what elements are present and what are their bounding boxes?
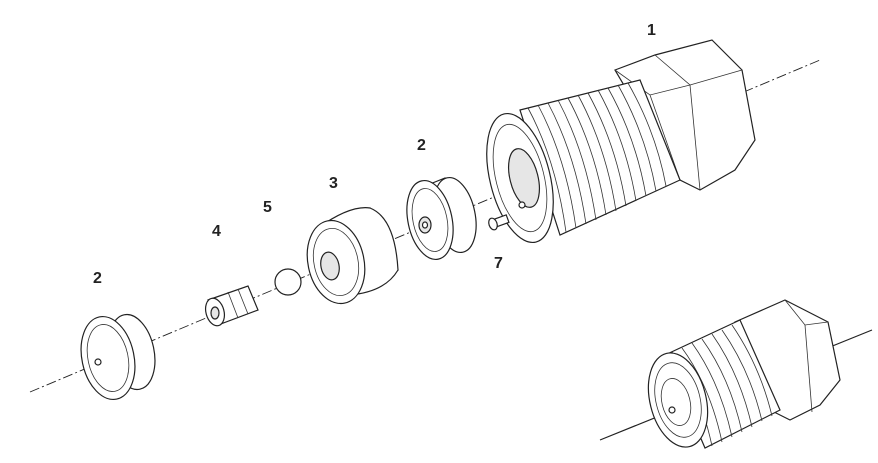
callout-7: 7 bbox=[494, 255, 503, 272]
callout-5: 5 bbox=[263, 199, 272, 216]
callout-1: 1 bbox=[647, 22, 656, 39]
part-2-middle-disc bbox=[406, 176, 477, 260]
callout-4: 4 bbox=[212, 223, 221, 240]
thread-lines bbox=[527, 82, 667, 233]
callout-2-left: 2 bbox=[93, 270, 102, 287]
part-2-left-cap bbox=[80, 313, 156, 401]
part-5-ball bbox=[274, 268, 302, 296]
part-4-slotted-sleeve bbox=[204, 285, 259, 327]
callout-2-middle: 2 bbox=[417, 137, 426, 154]
part-7-pin bbox=[488, 214, 510, 231]
assembled-fitting bbox=[599, 299, 873, 449]
part-1-threaded-body bbox=[486, 39, 756, 244]
part-3-sleeve bbox=[306, 207, 399, 305]
callout-3: 3 bbox=[329, 175, 338, 192]
